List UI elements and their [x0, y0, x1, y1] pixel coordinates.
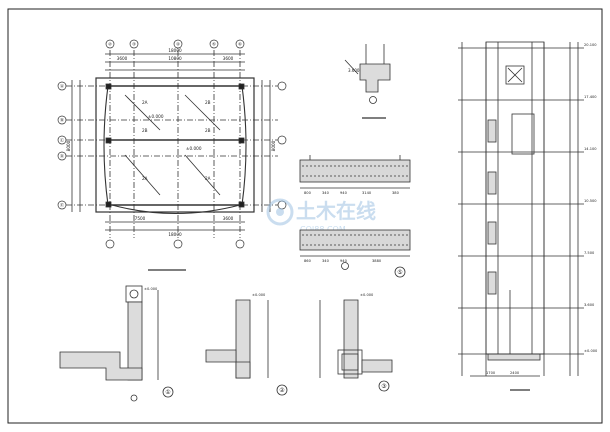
- elev-level-2: 17.400: [584, 95, 597, 99]
- beam-lower-dim-1: 860: [304, 259, 312, 263]
- watermark-sub: COI88.COM: [300, 225, 346, 234]
- plan-slab-label-3: 2B: [142, 128, 148, 133]
- detail-2-no: ②: [279, 387, 285, 394]
- plan-grid-label-left-1: Ⓐ: [60, 83, 65, 90]
- plan-level-1: ±0.000: [148, 114, 164, 119]
- plan-grid-label-left-4: Ⓓ: [60, 153, 65, 160]
- plan-grid-label-left-5: Ⓔ: [60, 202, 65, 209]
- detail-1-level: ±0.000: [144, 287, 158, 291]
- plan-dim-right-total: 8000: [271, 140, 276, 151]
- plan-grid-label-top-4: ⑤: [212, 42, 216, 47]
- beam-upper-dim-4: 3140: [362, 191, 372, 195]
- detail-1-no: ①: [165, 389, 170, 396]
- elev-bottom-dim-2: 2400: [510, 371, 520, 375]
- plan-dim-top-part-2: 10800: [168, 56, 182, 61]
- detail-3-no: ③: [381, 383, 386, 390]
- detail-3-level: ±0.000: [360, 293, 374, 297]
- detail-2-level: ±0.000: [252, 293, 266, 297]
- plan-grid-label-top-1: ②: [108, 42, 112, 47]
- plan-grid-label-top-5: ⑥: [238, 42, 242, 47]
- plan-grid-label-top-3: ④: [176, 42, 180, 47]
- beam-lower-dim-3: 940: [340, 259, 348, 263]
- elev-level-6: 3.600: [584, 303, 595, 307]
- beam-upper-dim-2: 340: [322, 191, 330, 195]
- elev-level-3: 14.100: [584, 147, 597, 151]
- beam-upper-dim-5: 380: [392, 191, 400, 195]
- plan-grid-label-top-2: ③: [132, 42, 136, 47]
- plan-dim-top-total: 18000: [168, 48, 182, 53]
- elev-level-7: ±0.000: [584, 349, 598, 353]
- plan-slab-label-1: 2A: [142, 100, 148, 105]
- floor-plan: [66, 50, 278, 271]
- beam-section-upper: [299, 155, 411, 189]
- elev-level-1: 20.100: [584, 43, 597, 47]
- plan-level-2: ±0.000: [186, 146, 202, 151]
- detail-2: [205, 299, 288, 396]
- plan-grid-label-left-2: Ⓑ: [60, 117, 65, 124]
- plan-dim-bottom-part-2: 3600: [223, 216, 234, 221]
- watermark-brand: 土木在线: [296, 199, 376, 223]
- beam-lower-dim-4: 3880: [372, 259, 382, 263]
- elev-level-5: 7.500: [584, 251, 595, 255]
- elev-level-4: 10.500: [584, 199, 597, 203]
- beam-section-lower: [299, 229, 411, 278]
- plan-dim-bottom-part-1: 7500: [135, 216, 146, 221]
- plan-grid-bubbles-top: [105, 39, 245, 249]
- detail-3: [319, 299, 393, 392]
- top-detail-level: 3.600: [348, 68, 360, 73]
- sheet-border: [7, 8, 603, 424]
- plan-slab-label-4: 2B: [205, 128, 211, 133]
- plan-slab-label-2: 2B: [205, 100, 211, 105]
- detail-1: [59, 285, 174, 402]
- watermark: 土木在线 COI88.COM: [266, 198, 376, 234]
- plan-dim-top-part-1: 3600: [117, 56, 128, 61]
- plan-slab-label-5: 2A: [142, 176, 148, 181]
- plan-dim-left-total: 8000: [66, 140, 71, 151]
- elevation: [458, 41, 584, 391]
- beam-upper-dim-3: 940: [340, 191, 348, 195]
- plan-dim-top-part-3: 3600: [223, 56, 234, 61]
- plan-grid-label-left-3: Ⓒ: [60, 137, 65, 144]
- beam-lower-dim-2: 340: [322, 259, 330, 263]
- beam-upper-dim-1: 800: [304, 191, 312, 195]
- plan-slab-label-6: 2A: [205, 176, 211, 181]
- top-detail: [344, 44, 391, 119]
- plan-grid-bubbles-left: [57, 81, 287, 210]
- elev-bottom-dim-1: 1700: [486, 371, 496, 375]
- beam-detail-no: ⑤: [397, 269, 402, 276]
- plan-dim-bottom-total: 18000: [168, 232, 182, 237]
